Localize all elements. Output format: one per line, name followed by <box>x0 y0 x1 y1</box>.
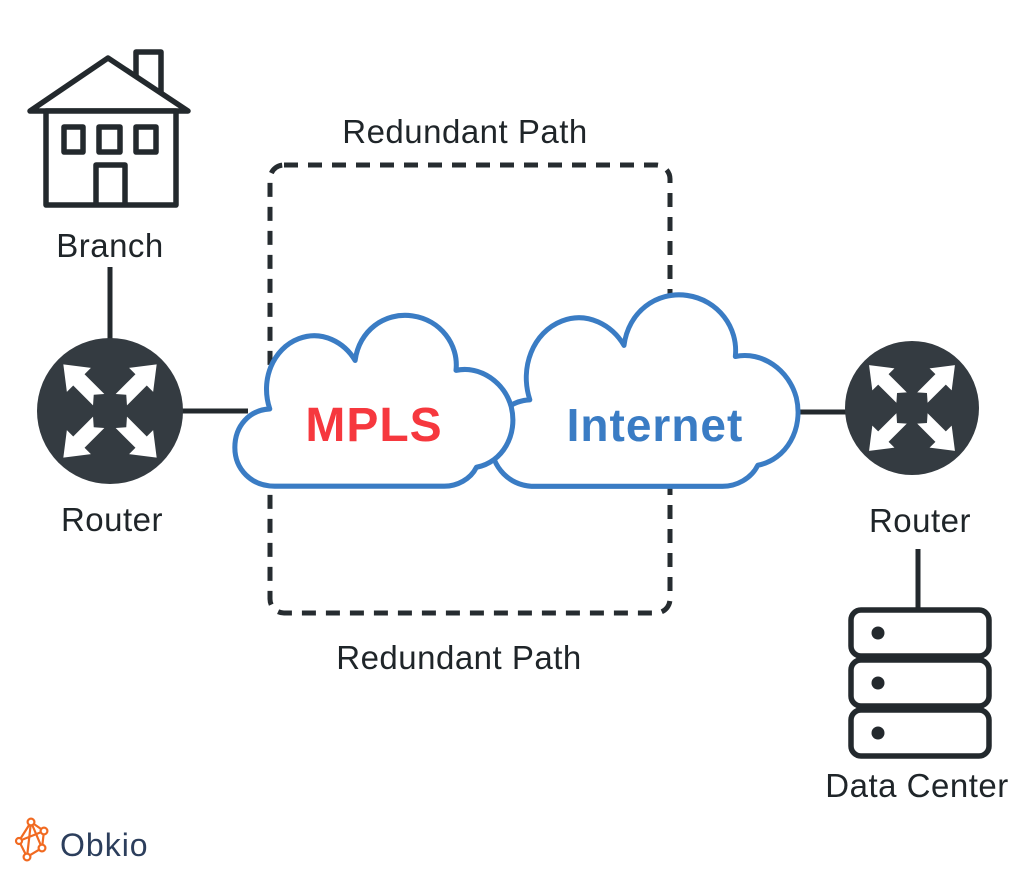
cloud-icon <box>491 295 798 487</box>
server-led-dot <box>871 626 885 640</box>
server-led-dot <box>871 726 885 740</box>
server-unit <box>848 707 992 759</box>
internet-cloud <box>491 295 798 487</box>
obkio-network-icon <box>14 817 49 862</box>
house-window <box>96 124 123 155</box>
server-led-dot <box>871 676 885 690</box>
house-window <box>133 124 159 155</box>
redundant-path-top-label: Redundant Path <box>342 113 588 150</box>
obkio-logo: Obkio <box>14 817 149 863</box>
internet-label: Internet <box>567 399 744 451</box>
router-right-label: Router <box>869 502 971 539</box>
server-unit <box>848 607 992 659</box>
router-icon <box>845 341 979 475</box>
router-right-node <box>845 341 979 475</box>
house-door <box>93 162 128 206</box>
router-left-label: Router <box>61 501 163 538</box>
house-window <box>61 124 86 155</box>
router-left-node <box>37 338 183 484</box>
data-center-label: Data Center <box>825 767 1008 804</box>
obkio-logo-text: Obkio <box>60 827 149 863</box>
branch-node <box>27 49 191 208</box>
mpls-label: MPLS <box>305 399 442 452</box>
redundant-path-bottom-label: Redundant Path <box>336 639 582 676</box>
branch-label: Branch <box>56 227 164 264</box>
router-icon <box>37 338 183 484</box>
server-unit <box>848 657 992 709</box>
house-chimney <box>133 49 164 95</box>
house-roof <box>27 55 191 114</box>
server-stack-icon <box>848 607 992 759</box>
house-icon <box>27 49 191 208</box>
data-center-node <box>848 607 992 759</box>
